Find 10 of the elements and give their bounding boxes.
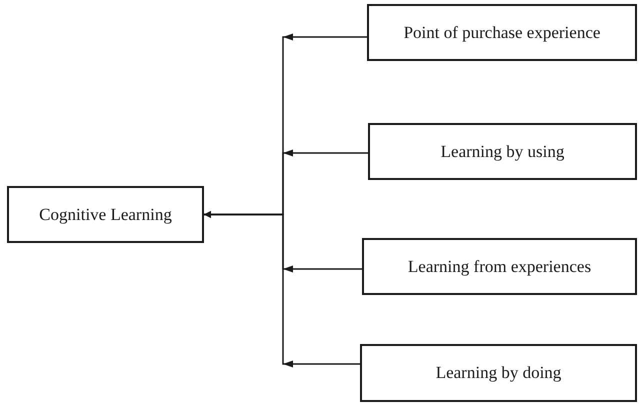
process-box [362, 238, 637, 295]
box-label: Cognitive Learning [39, 204, 172, 224]
box-label: Learning from experiences [408, 256, 592, 276]
box-label: Learning by doing [436, 363, 562, 383]
process-box [7, 186, 204, 243]
box-label: Point of purchase experience [404, 22, 600, 42]
process-box [367, 4, 637, 61]
process-box [360, 344, 637, 402]
box-label: Learning by using [440, 142, 564, 162]
process-box [368, 123, 637, 180]
